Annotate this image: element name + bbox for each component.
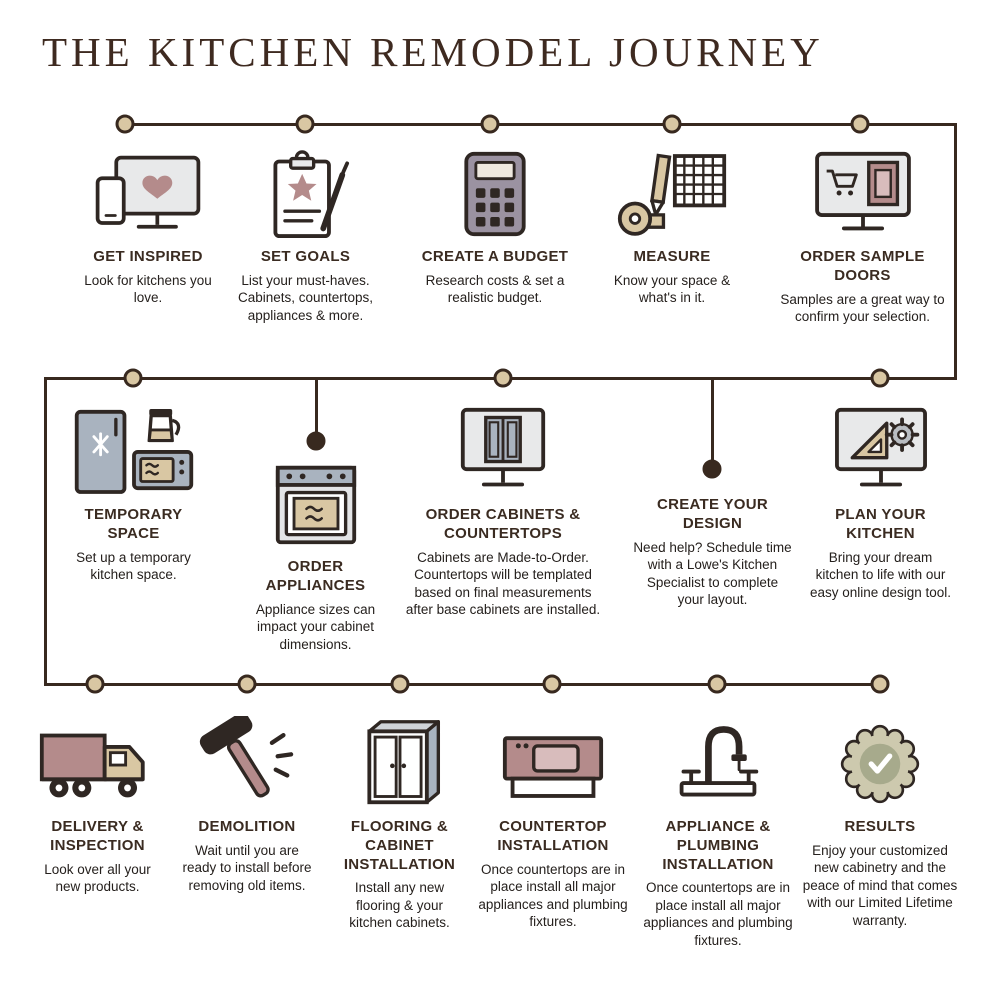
step-title: CREATE YOUR DESIGN [656,496,769,532]
journey-node [390,674,410,694]
step-title: TEMPORARY SPACE [84,506,183,542]
journey-drop-create-design [711,380,714,469]
journey-node [707,674,727,694]
journey-node [870,368,890,388]
step-desc: Need help? Schedule time with a Lowe's K… [633,539,792,608]
journey-line-row3 [44,683,883,686]
journey-node [662,114,682,134]
journey-node [542,674,562,694]
step-delivery-inspection: DELIVERY & INSPECTION Look over all your… [20,712,175,896]
step-order-appliances: ORDER APPLIANCES Appliance sizes can imp… [233,458,398,653]
step-desc: Look over all your new products. [44,861,151,895]
cabinet-3d-icon [322,712,477,808]
step-desc: Once countertops are in place install al… [478,861,628,930]
journey-node [870,674,890,694]
step-desc: Install any new flooring & your kitchen … [349,880,450,931]
journey-node [85,674,105,694]
range-oven-icon [233,458,398,548]
journey-node [123,368,143,388]
journey-node [295,114,315,134]
step-desc: Appliance sizes can impact your cabinet … [255,601,376,652]
step-title: RESULTS [844,818,916,835]
step-title: ORDER APPLIANCES [265,558,366,594]
step-desc: Samples are a great way to confirm your … [780,291,945,325]
delivery-truck-icon [20,712,175,808]
page-title: THE KITCHEN REMODEL JOURNEY [42,29,824,75]
step-title: DEMOLITION [198,818,296,835]
step-title: MEASURE [633,248,711,265]
journey-line-row1 [123,123,957,126]
step-get-inspired: GET INSPIRED Look for kitchens you love. [68,148,228,307]
journey-node [493,368,513,388]
step-desc: Cabinets are Made-to-Order. Countertops … [405,549,601,618]
tape-measure-grid-icon [597,148,747,238]
monitor-heart-phone-icon [68,148,228,238]
monitor-setsquare-gear-icon [798,400,963,496]
step-create-your-design: CREATE YOUR DESIGN Need help? Schedule t… [625,496,800,609]
step-title: PLAN YOUR KITCHEN [835,506,926,542]
journey-drop-order-appliances [315,380,318,441]
journey-node [850,114,870,134]
step-desc: Look for kitchens you love. [84,272,212,306]
journey-line-left-vertical [44,377,47,686]
step-title: ORDER CABINETS & COUNTERTOPS [425,506,581,542]
step-desc: Once countertops are in place install al… [643,880,793,948]
step-title: COUNTERTOP INSTALLATION [497,818,609,854]
journey-node [115,114,135,134]
step-title: FLOORING & CABINET INSTALLATION [343,818,456,873]
step-title: GET INSPIRED [93,248,203,265]
clipboard-star-pencil-icon [218,148,393,238]
journey-node-dark [702,459,722,479]
step-desc: Set up a temporary kitchen space. [76,549,191,583]
journey-line-right-vertical [954,123,957,380]
step-measure: MEASURE Know your space & what's in it. [597,148,747,307]
step-desc: List your must-haves. Cabinets, countert… [237,272,374,323]
sledgehammer-icon [167,712,327,808]
step-flooring-cabinet-installation: FLOORING & CABINET INSTALLATION Install … [322,712,477,932]
faucet-icon [637,712,799,808]
warranty-seal-check-icon [795,712,965,808]
journey-node [237,674,257,694]
step-temporary-space: TEMPORARY SPACE Set up a temporary kitch… [51,400,216,584]
step-desc: Research costs & set a realistic budget. [425,272,565,306]
step-countertop-installation: COUNTERTOP INSTALLATION Once countertops… [473,712,633,931]
journey-node [480,114,500,134]
step-desc: Enjoy your customized new cabinetry and … [802,842,958,928]
step-title: ORDER SAMPLE DOORS [800,248,925,284]
step-title: CREATE A BUDGET [421,248,569,265]
step-create-a-budget: CREATE A BUDGET Research costs & set a r… [405,148,585,307]
step-title: SET GOALS [260,248,351,265]
countertop-sink-icon [473,712,633,808]
monitor-cabinet-icon [403,400,603,496]
step-appliance-plumbing-installation: APPLIANCE & PLUMBING INSTALLATION Once c… [637,712,799,949]
step-demolition: DEMOLITION Wait until you are ready to i… [167,712,327,894]
step-order-cabinets-countertops: ORDER CABINETS & COUNTERTOPS Cabinets ar… [403,400,603,619]
step-desc: Know your space & what's in it. [613,272,731,306]
step-desc: Bring your dream kitchen to life with ou… [809,549,952,600]
step-title: DELIVERY & INSPECTION [50,818,145,854]
fridge-coffee-microwave-icon [51,400,216,496]
journey-node-dark [306,431,326,451]
step-set-goals: SET GOALS List your must-haves. Cabinets… [218,148,393,324]
calculator-icon [405,148,585,238]
step-title: APPLIANCE & PLUMBING INSTALLATION [662,818,774,873]
step-desc: Wait until you are ready to install befo… [182,842,312,893]
step-plan-your-kitchen: PLAN YOUR KITCHEN Bring your dream kitch… [798,400,963,601]
monitor-cart-door-icon [765,148,960,238]
step-results: RESULTS Enjoy your customized new cabine… [795,712,965,929]
step-order-sample-doors: ORDER SAMPLE DOORS Samples are a great w… [765,148,960,326]
